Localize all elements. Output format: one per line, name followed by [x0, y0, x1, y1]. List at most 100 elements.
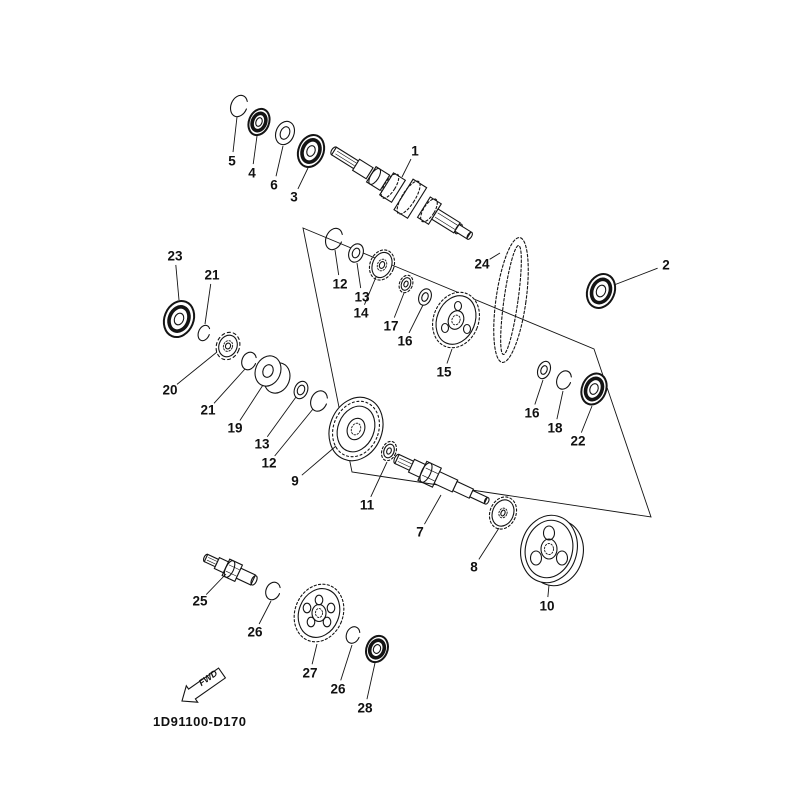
- leader-line-2: [613, 267, 658, 286]
- bearing-3: [296, 134, 326, 168]
- leader-line-24: [489, 252, 501, 260]
- assembly-outline: [302, 227, 652, 518]
- leader-line-16: [534, 379, 544, 405]
- callout-26: 26: [330, 682, 346, 697]
- leader-line-25: [205, 573, 227, 595]
- diagram-code: 1D91100-D170: [153, 714, 246, 729]
- leader-line-28: [366, 662, 376, 700]
- callout-16: 16: [397, 334, 413, 349]
- gear-14: [368, 249, 396, 281]
- circlip-21b: [241, 351, 257, 371]
- leader-line-12: [274, 408, 314, 457]
- callout-11: 11: [360, 498, 375, 513]
- callout-28: 28: [357, 701, 373, 716]
- washer-13: [348, 243, 364, 263]
- leader-line-8: [478, 527, 500, 560]
- callout-21: 21: [204, 268, 220, 283]
- callout-2: 2: [662, 258, 670, 273]
- leader-line-22: [580, 405, 593, 433]
- washer-16: [418, 288, 432, 306]
- callout-13: 13: [254, 437, 270, 452]
- callout-3: 3: [290, 190, 298, 205]
- callout-24: 24: [474, 257, 490, 272]
- circlip-21a: [197, 324, 211, 342]
- callout-18: 18: [547, 421, 563, 436]
- leader-line-27: [311, 643, 318, 665]
- leader-line-23: [175, 264, 180, 301]
- callout-20: 20: [162, 383, 177, 398]
- leader-line-15: [446, 348, 453, 364]
- output-shaft: [393, 453, 490, 505]
- gear-9: [328, 396, 384, 462]
- leader-line-11: [370, 461, 388, 498]
- pinion-11: [380, 440, 398, 462]
- gear-15: [432, 291, 480, 349]
- circlip-18: [556, 370, 572, 390]
- leader-line-17: [393, 292, 405, 318]
- leader-line-13: [356, 262, 362, 289]
- bearing-2: [585, 273, 617, 309]
- leader-line-7: [424, 494, 442, 525]
- callout-23: 23: [167, 249, 183, 264]
- callout-14: 14: [353, 306, 369, 321]
- callouts-layer: 5463122412131417161523212021191312911781…: [162, 116, 670, 716]
- shaft-25: [202, 553, 258, 586]
- callout-6: 6: [270, 178, 278, 193]
- leader-line-19: [239, 384, 264, 421]
- washer-13b: [293, 380, 309, 400]
- callout-19: 19: [227, 421, 242, 436]
- leader-line-9: [301, 445, 337, 476]
- washer-16b: [536, 360, 552, 380]
- pinion-17: [398, 274, 414, 294]
- callout-7: 7: [416, 525, 424, 540]
- leader-line-3: [297, 167, 309, 190]
- leader-line-4: [252, 135, 258, 165]
- callout-1: 1: [411, 144, 419, 159]
- circlip-26a: [265, 581, 281, 601]
- leader-line-6: [275, 145, 284, 177]
- leader-line-16: [408, 304, 424, 334]
- circlip-5: [229, 94, 249, 118]
- circlip-26b: [345, 626, 361, 644]
- callout-15: 15: [436, 365, 452, 380]
- main-shaft: [330, 146, 473, 240]
- leader-line-1: [401, 158, 412, 178]
- callout-12: 12: [332, 277, 347, 292]
- leader-line-5: [232, 116, 238, 153]
- leader-line-21: [204, 283, 212, 325]
- fwd-arrow: FWD: [181, 667, 227, 703]
- drive-chain: [493, 237, 529, 363]
- washer-6: [274, 120, 296, 146]
- circlip-12b: [310, 390, 328, 412]
- callout-16: 16: [524, 406, 540, 421]
- leader-line-12: [334, 249, 340, 276]
- leader-line-26: [340, 644, 353, 681]
- callout-4: 4: [248, 166, 256, 181]
- callout-8: 8: [470, 560, 478, 575]
- leader-line-13: [266, 396, 297, 437]
- leader-line-14: [364, 276, 377, 305]
- callout-5: 5: [228, 154, 236, 169]
- callout-25: 25: [192, 594, 208, 609]
- bearing-28: [365, 634, 389, 664]
- leader-line-26: [258, 600, 272, 625]
- leader-line-20: [176, 351, 218, 385]
- callout-9: 9: [291, 474, 299, 489]
- leader-line-21: [213, 368, 246, 404]
- callout-27: 27: [302, 666, 317, 681]
- callout-12: 12: [261, 456, 276, 471]
- bearing-4: [247, 107, 271, 137]
- hub-19: [254, 355, 291, 394]
- sprocket-20: [215, 331, 241, 361]
- callout-26: 26: [247, 625, 263, 640]
- callout-10: 10: [539, 599, 554, 614]
- leader-line-10: [547, 584, 550, 598]
- gear-8: [488, 496, 518, 530]
- leader-line-18: [556, 390, 564, 420]
- callout-17: 17: [383, 319, 398, 334]
- circlip-12: [324, 227, 344, 251]
- gear-27: [293, 583, 345, 643]
- gear-10: [520, 514, 584, 587]
